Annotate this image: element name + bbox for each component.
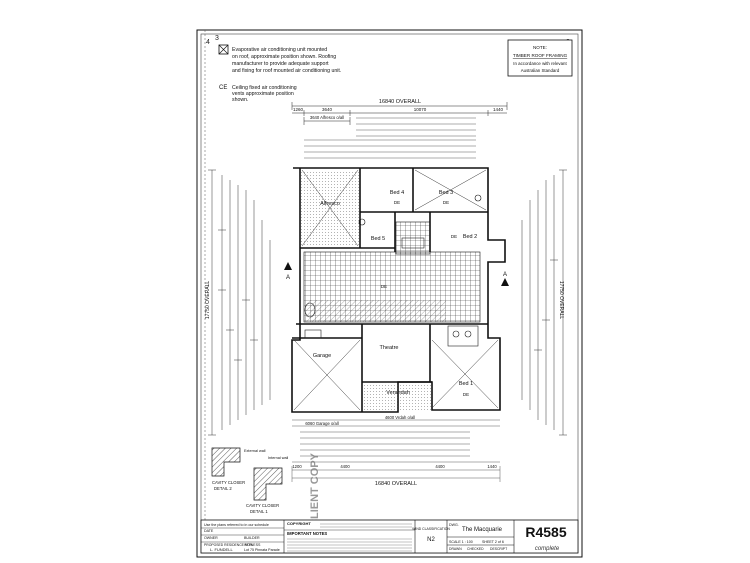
ceiling-symbol-icon: CE	[219, 85, 227, 91]
de-family: DE	[381, 284, 387, 289]
svg-text:CAVITY CLOSER: CAVITY CLOSER	[212, 480, 245, 485]
section-marker-right: A	[501, 272, 509, 286]
room-bed5: Bed 5	[371, 236, 385, 242]
verandah-slab	[363, 384, 431, 410]
svg-text:In accordance with relevant: In accordance with relevant	[513, 61, 567, 66]
room-alfresco: Alfresco	[320, 201, 340, 207]
approval-text: Use the plans referred to in our schedul…	[204, 523, 269, 527]
bottom-dim-4: 1440	[487, 464, 497, 469]
de-bed3: DE	[443, 200, 449, 205]
legend-ac-line-1: Evaporative air conditioning unit mounte…	[232, 47, 327, 53]
svg-text:External wall: External wall	[244, 449, 266, 453]
bottom-dim-2: 4400	[340, 464, 350, 469]
de-bed2: DE	[451, 234, 457, 239]
svg-text:Australian Standard: Australian Standard	[521, 68, 560, 73]
room-bed4: Bed 4	[390, 190, 404, 196]
description-label: DESCRIPT	[490, 547, 507, 551]
de-bed1: DE	[463, 392, 469, 397]
job-number: R4585	[525, 524, 566, 540]
svg-text:Internal wall: Internal wall	[268, 456, 288, 460]
room-garage: Garage	[313, 353, 331, 359]
brand-logo: complete	[535, 546, 560, 552]
date-label: DATE	[204, 529, 214, 533]
aircon-vent-icon	[474, 194, 482, 202]
top-dimensions	[291, 102, 508, 125]
overall-right-dim: 17750 OVERALL	[558, 281, 564, 320]
dwg-label: DWG.	[449, 523, 459, 527]
room-bed1: Bed 1	[459, 381, 473, 387]
wind-value: N2	[427, 537, 435, 543]
overall-top-dim: 16840 OVERALL	[379, 99, 421, 105]
dwg-title: The Macquarie	[462, 527, 503, 533]
de-bed4: DE	[394, 200, 400, 205]
room-bed2: Bed 2	[463, 234, 477, 240]
top-dim-3: 10070	[414, 107, 427, 112]
right-dimensions	[521, 169, 567, 436]
witness-label: WITNESS	[244, 543, 261, 547]
cavity-closer-detail-1: CAVITY CLOSER DETAIL 1 Internal wall	[246, 456, 288, 514]
svg-text:DETAIL 1: DETAIL 1	[250, 509, 268, 514]
legend-ac-line-3: manufacturer to provide adequate support	[232, 61, 329, 67]
roof-framing-note: NOTE: TIMBER ROOF FRAMING In accordance …	[507, 39, 573, 77]
cavity-closer-detail-2: CAVITY CLOSER DETAIL 2 External wall	[211, 447, 266, 491]
svg-text:A: A	[286, 275, 290, 281]
aircon-vent-icon-2	[358, 218, 366, 226]
paving-strip	[306, 300, 446, 322]
vrdah-width-dim: 4600 Vrdah o/all	[385, 415, 415, 420]
svg-text:DETAIL 2: DETAIL 2	[214, 486, 232, 491]
garage-width-dim: 6060 Garage o/all	[305, 421, 338, 426]
client-copy-stamp: CLIENT COPY	[309, 452, 321, 527]
builder-label: BUILDER	[244, 536, 260, 540]
svg-text:TIMBER ROOF FRAMING: TIMBER ROOF FRAMING	[513, 53, 568, 58]
svg-text:CAVITY CLOSER: CAVITY CLOSER	[246, 503, 279, 508]
bathroom-fixtures	[304, 237, 479, 347]
dimension-ladder-top	[304, 117, 476, 159]
overall-bottom-dim: 16840 OVERALL	[375, 481, 417, 487]
sheet-number: SHEET 2 of 6	[482, 540, 504, 544]
scale-value: SCALE 1 : 100	[449, 540, 473, 544]
legend-ce-line-2: vents approximate position	[232, 91, 294, 97]
roof-hips	[293, 169, 499, 411]
drawn-label: DRAWN	[449, 547, 462, 551]
building-walls	[291, 167, 506, 413]
section-marker-left: A	[284, 262, 292, 281]
alfresco-width-dim: 3640 Alfresco o/all	[310, 115, 344, 120]
proposed-label: PROPOSED RESIDENCE FOR	[204, 543, 253, 547]
legend-ac-line-2: on roof, approximate position shown. Roo…	[232, 54, 336, 60]
left-dimensions	[208, 169, 271, 436]
notes-lines	[287, 523, 412, 552]
wind-heading: WIND CLASSIFICATION	[412, 527, 450, 531]
corner-mark-2: 3	[215, 35, 219, 42]
legend-ce-line-1: Ceiling fixed air conditioning	[232, 85, 297, 91]
aircon-symbol-icon	[218, 44, 229, 55]
top-dim-4: 1440	[493, 107, 504, 112]
legend: Evaporative air conditioning unit mounte…	[218, 44, 341, 103]
svg-text:NOTE:: NOTE:	[533, 45, 547, 50]
bottom-dim-1: 1200	[292, 464, 302, 469]
owner-label: OWNER	[204, 536, 218, 540]
corner-mark-1: 4	[206, 39, 210, 46]
client-name: L. FUNDELL	[210, 547, 233, 552]
legend-ce-line-3: shown.	[232, 97, 248, 103]
bottom-dimensions	[291, 419, 501, 482]
legend-ac-line-4: and fixing for roof mounted air conditio…	[232, 68, 341, 74]
bottom-dim-3: 4400	[435, 464, 445, 469]
room-theatre: Theatre	[380, 345, 399, 351]
top-dim-2: 3640	[322, 107, 333, 112]
svg-text:A: A	[503, 272, 507, 278]
room-verandah: Verandah	[386, 390, 410, 396]
top-dim-1: 1260	[293, 107, 304, 112]
title-block	[200, 519, 579, 554]
room-bed3: Bed 3	[439, 190, 453, 196]
checked-label: CHECKED	[467, 547, 484, 551]
important-notes-heading: IMPORTANT NOTES	[287, 531, 327, 536]
overall-left-dim: 17750 OVERALL	[205, 281, 211, 320]
copyright-heading: COPYRIGHT	[287, 521, 311, 526]
lot-address: Lot 75 Pinnata Parade	[244, 548, 280, 552]
